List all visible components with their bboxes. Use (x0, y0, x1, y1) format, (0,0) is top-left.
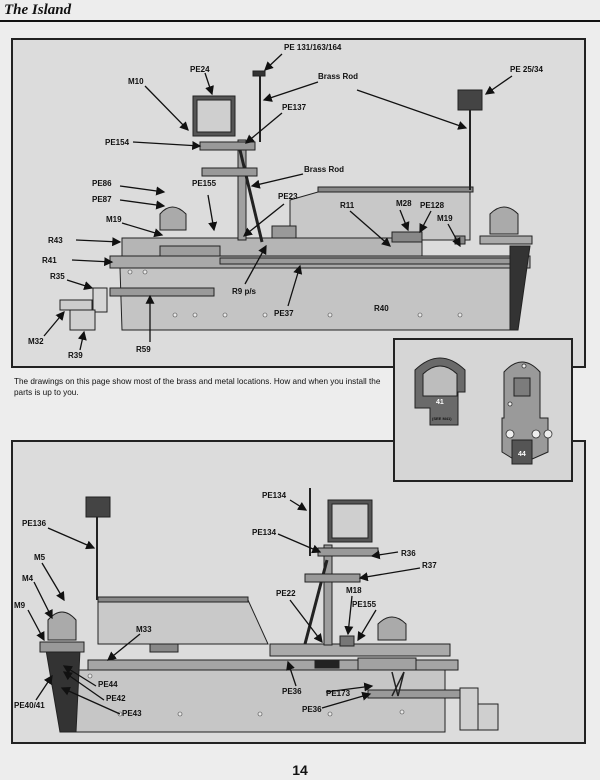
label-r40: R40 (374, 304, 389, 313)
label-pe22: PE22 (276, 589, 296, 598)
label-pe43: PE43 (122, 709, 142, 718)
caption-text: The drawings on this page show most of t… (14, 377, 381, 397)
label-m19-left: M19 (106, 215, 122, 224)
label-m10: M10 (128, 77, 144, 86)
label-r35: R35 (50, 272, 65, 281)
label-pe154: PE154 (105, 138, 130, 147)
label-pe37: PE37 (274, 309, 294, 318)
label-pe155-bottom: PE155 (352, 600, 377, 609)
label-r9: R9 p/s (232, 287, 257, 296)
page-title: The Island (4, 2, 72, 18)
label-pe40-41: PE40/41 (14, 701, 45, 710)
label-pe42: PE42 (106, 694, 126, 703)
label-pe36-lower: PE36 (302, 705, 322, 714)
label-m33: M33 (136, 625, 152, 634)
label-pe25: PE 25/34 (510, 65, 543, 74)
label-pe36-upper: PE36 (282, 687, 302, 696)
label-pe24: PE24 (190, 65, 210, 74)
label-r36: R36 (401, 549, 416, 558)
label-m4: M4 (22, 574, 34, 583)
label-brass-rod-2: Brass Rod (304, 165, 344, 174)
label-pe23: PE23 (278, 192, 298, 201)
inset-parts-panel (393, 338, 573, 482)
label-r11: R11 (340, 201, 355, 210)
label-pe44: PE44 (98, 680, 118, 689)
label-r37: R37 (422, 561, 437, 570)
label-m19-right: M19 (437, 214, 453, 223)
label-pe134-mid: PE134 (252, 528, 277, 537)
page-number: 14 (292, 762, 308, 778)
label-r59: R59 (136, 345, 151, 354)
label-r43: R43 (48, 236, 63, 245)
label-m18: M18 (346, 586, 362, 595)
label-pe137: PE137 (282, 103, 307, 112)
label-m32: M32 (28, 337, 44, 346)
label-pe136: PE136 (22, 519, 47, 528)
label-r39: R39 (68, 351, 83, 360)
label-m28: M28 (396, 199, 412, 208)
label-brass-rod-1: Brass Rod (318, 72, 358, 81)
label-part-44: 44 (518, 451, 526, 458)
label-see-m41: (SEE M41) (432, 416, 452, 421)
header-rule (0, 20, 600, 22)
page-header: The Island (0, 0, 600, 22)
label-m5: M5 (34, 553, 46, 562)
label-m9: M9 (14, 601, 26, 610)
label-pe87: PE87 (92, 195, 112, 204)
label-r41: R41 (42, 256, 57, 265)
label-pe131: PE 131/163/164 (284, 43, 342, 52)
label-pe128: PE128 (420, 201, 445, 210)
label-part-41: 41 (436, 399, 444, 406)
label-pe173: PE173 (326, 689, 351, 698)
label-pe134-top: PE134 (262, 491, 287, 500)
label-pe86: PE86 (92, 179, 112, 188)
label-pe155: PE155 (192, 179, 217, 188)
